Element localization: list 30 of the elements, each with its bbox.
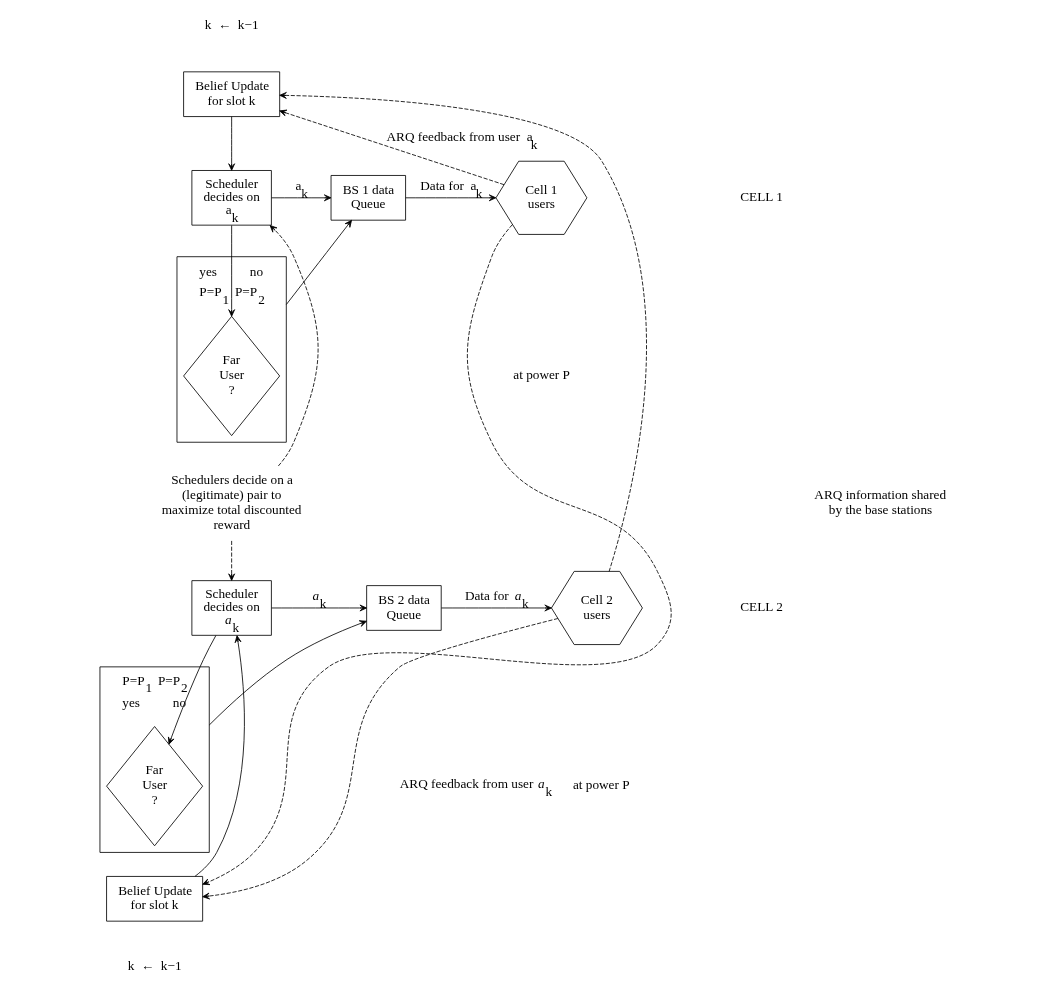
node-box: BS 2 data Queue: [366, 585, 442, 631]
arrow: [228, 116, 236, 171]
arrow: [285, 219, 352, 305]
label: at power P: [572, 777, 630, 793]
arrow: [271, 604, 367, 612]
node-diamond: Far User ?: [106, 726, 204, 847]
arrow: [440, 604, 552, 612]
label: CELL 1: [740, 188, 783, 204]
label: CELL 2: [740, 599, 783, 615]
label: k ← k−1: [127, 957, 182, 973]
label: k ← k−1: [204, 17, 259, 33]
arrow: [269, 225, 319, 467]
arrow: [279, 92, 647, 572]
node-box: Belief Update for slot k: [183, 71, 281, 117]
arrow: [279, 109, 505, 186]
label: ARQ information shared by the base stations: [814, 487, 947, 518]
node-box: BS 1 data Queue: [330, 175, 406, 221]
arrow: [202, 618, 559, 900]
arrow: [405, 194, 497, 202]
arrow: [202, 224, 672, 886]
arrow: [228, 540, 236, 581]
arrow: [271, 194, 332, 202]
arrow: [208, 620, 367, 726]
arrow: [194, 635, 245, 877]
node-text: Schedulers decide on a (legitimate) pair to maximize total discounted reward: [161, 472, 302, 533]
node-diamond: Far User ?: [183, 315, 281, 437]
arrow: [228, 225, 236, 317]
arrow: [168, 635, 217, 745]
label: at power P: [513, 367, 570, 383]
node-box: Belief Update for slot k: [106, 876, 204, 922]
